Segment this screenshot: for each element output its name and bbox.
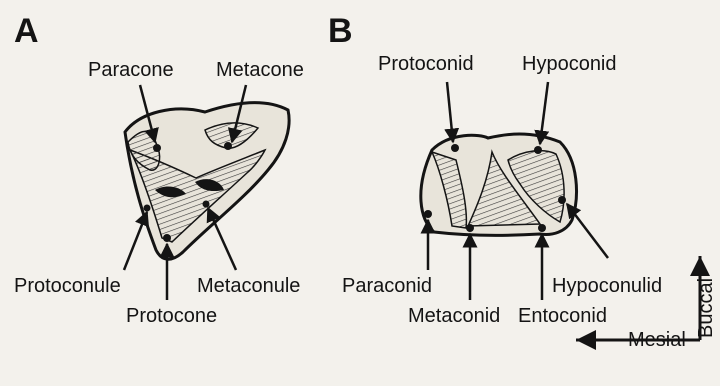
label-metaconule: Metaconule	[197, 276, 300, 296]
label-metacone: Metacone	[216, 60, 304, 80]
panel-letter-b: B	[328, 14, 353, 48]
label-hypoconid: Hypoconid	[522, 54, 617, 74]
label-protoconule: Protoconule	[14, 276, 121, 296]
label-hypoconulid: Hypoconulid	[552, 276, 662, 296]
lower-molar-drawing	[421, 134, 577, 235]
panel-letter-a: A	[14, 14, 39, 48]
label-paracone: Paracone	[88, 60, 174, 80]
label-metaconid: Metaconid	[408, 306, 500, 326]
label-protoconid: Protoconid	[378, 54, 474, 74]
label-buccal: Buccal	[696, 278, 716, 338]
label-entoconid: Entoconid	[518, 306, 607, 326]
label-mesial: Mesial	[628, 330, 686, 350]
label-protocone: Protocone	[126, 306, 217, 326]
label-paraconid: Paraconid	[342, 276, 432, 296]
